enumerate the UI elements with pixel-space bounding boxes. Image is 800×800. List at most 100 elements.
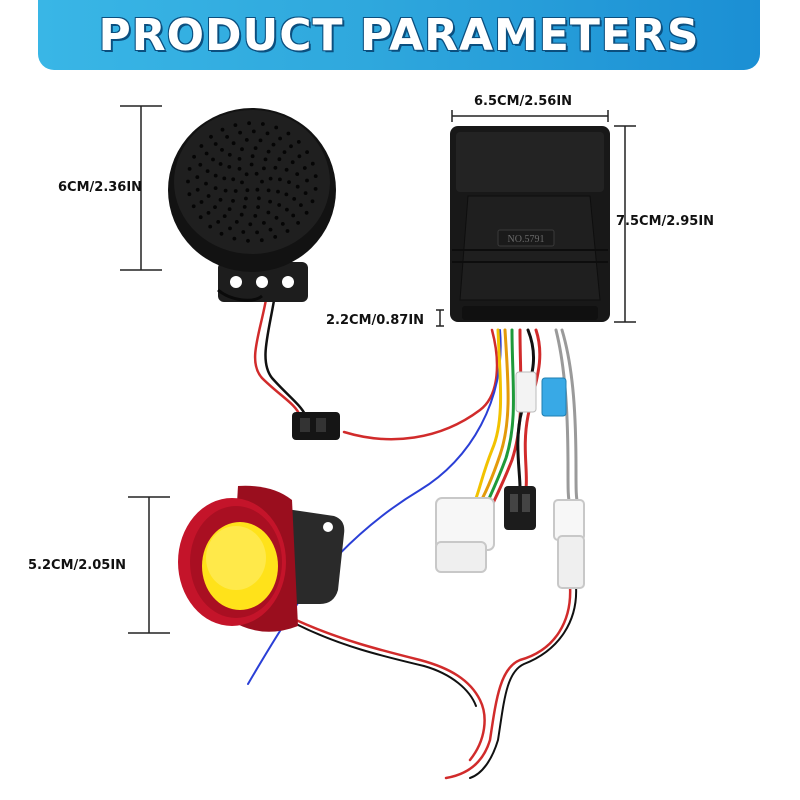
grille-hole <box>268 176 273 181</box>
dimension-lines <box>120 105 636 634</box>
grille-hole <box>222 176 227 181</box>
grille-hole <box>233 189 238 193</box>
grille-hole <box>295 172 300 177</box>
grille-hole <box>187 167 192 171</box>
grille-hole <box>204 181 208 186</box>
box-height-label: 7.5CM/2.95IN <box>616 214 715 229</box>
grille-hole <box>296 221 300 225</box>
grille-hole <box>240 147 244 152</box>
grille-hole <box>213 205 217 210</box>
grille-hole <box>231 141 236 146</box>
grille-hole <box>256 205 260 210</box>
wire-harness <box>247 286 580 780</box>
grille-hole <box>299 203 303 208</box>
grille-hole <box>208 224 213 229</box>
grille-hole <box>205 169 210 174</box>
grille-hole <box>287 180 291 185</box>
grille-hole <box>218 197 223 202</box>
header-banner: PRODUCT PARAMETERS <box>38 0 760 70</box>
grille-hole <box>284 192 289 197</box>
grille-hole <box>268 199 272 204</box>
grille-hole <box>285 229 290 233</box>
grille-hole <box>241 230 246 234</box>
grille-hole <box>292 197 297 201</box>
grille-hole <box>216 220 221 224</box>
grille-hole <box>278 177 282 182</box>
grille-hole <box>242 205 247 209</box>
grille-hole <box>222 214 227 219</box>
controller-box: NO.5791 <box>450 126 610 322</box>
grille-hole <box>244 172 249 177</box>
grille-hole <box>266 188 271 193</box>
grille-hole <box>195 187 200 192</box>
grille-hole <box>268 227 273 232</box>
grille-hole <box>227 165 232 169</box>
grille-hole <box>248 222 253 227</box>
box-width-label: 6.5CM/2.56IN <box>474 94 573 109</box>
grille-hole <box>274 125 279 130</box>
grille-hole <box>234 220 239 224</box>
grille-hole <box>290 160 295 165</box>
grille-hole <box>199 144 204 148</box>
grille-hole <box>239 212 244 217</box>
grille-hole <box>206 194 211 198</box>
speaker <box>168 108 336 302</box>
grille-hole <box>254 171 259 176</box>
grille-hole <box>191 204 196 209</box>
grille-hole <box>213 186 218 191</box>
grille-hole <box>295 184 300 189</box>
grille-hole <box>296 140 301 144</box>
grille-hole <box>303 191 308 196</box>
grille-hole <box>231 177 236 182</box>
grille-hole <box>253 214 258 218</box>
horn-siren <box>178 485 345 632</box>
grille-hole <box>213 142 218 146</box>
grille-hole <box>282 150 287 155</box>
grille-hole <box>198 162 203 167</box>
grille-hole <box>276 189 280 194</box>
grille-hole <box>255 187 260 192</box>
grille-hole <box>186 179 190 184</box>
grille-hole <box>244 196 248 201</box>
grille-hole <box>225 135 230 139</box>
speaker-height-label: 6CM/2.36IN <box>58 180 143 195</box>
grille-hole <box>244 138 249 142</box>
grille-hole <box>206 211 211 215</box>
grille-hole <box>199 200 204 204</box>
grille-hole <box>297 154 302 159</box>
grille-hole <box>213 173 218 178</box>
grille-hole <box>219 231 224 236</box>
grille-hole <box>233 123 238 127</box>
grille-hole <box>251 129 256 134</box>
grille-hole <box>262 166 266 171</box>
grille-hole <box>247 121 252 126</box>
grille-hole <box>209 134 213 139</box>
grille-hole <box>266 210 271 215</box>
grille-hole <box>240 180 244 185</box>
grille-hole <box>291 213 296 218</box>
grille-hole <box>245 188 250 193</box>
grille-hole <box>231 199 235 203</box>
grille-hole <box>263 157 268 162</box>
grille-hole <box>187 192 192 197</box>
grille-hole <box>304 210 309 215</box>
grille-hole <box>249 162 254 167</box>
grille-hole <box>192 154 197 159</box>
grille-hole <box>305 150 309 155</box>
grille-hole <box>258 138 263 143</box>
grille-hole <box>265 131 270 136</box>
grille-hole <box>195 175 200 180</box>
grille-hole <box>302 166 307 170</box>
grille-hole <box>273 165 278 170</box>
grille-hole <box>310 199 315 204</box>
grille-hole <box>211 157 215 162</box>
grille-hole <box>261 122 265 126</box>
grille-hole <box>238 130 243 135</box>
grille-hole <box>232 236 237 241</box>
grille-hole <box>271 142 276 147</box>
grille-hole <box>218 162 223 166</box>
horn-height-label: 5.2CM/2.05IN <box>28 558 127 573</box>
grille-hole <box>255 230 259 235</box>
grille-hole <box>250 154 255 159</box>
